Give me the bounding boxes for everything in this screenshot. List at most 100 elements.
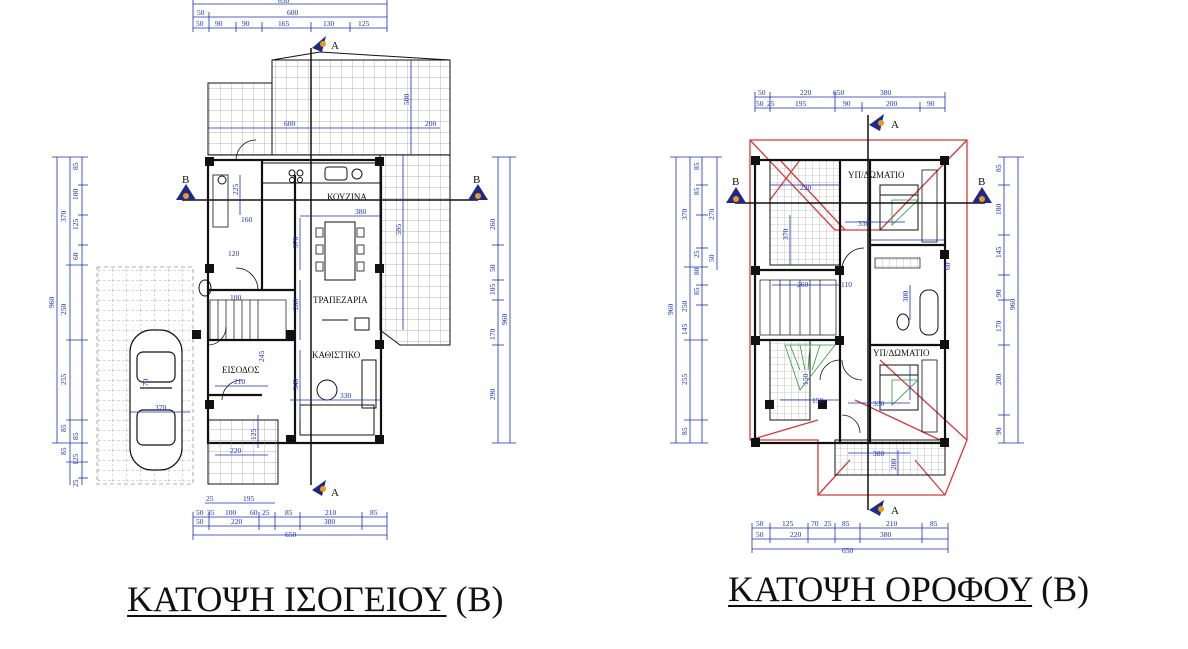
dimension-value: 210: [234, 377, 246, 386]
section-label-b-right: B: [473, 174, 480, 186]
dimension-value: 50: [488, 264, 497, 272]
dimension-value: 200: [889, 459, 898, 471]
dimension-value: 380: [880, 530, 892, 539]
upper-floor-title: ΚΑΤΟΨΗ ΟΡΟΦΟΥ: [728, 569, 1033, 609]
dimension-value: 165: [278, 19, 290, 28]
ground-columns: [192, 157, 384, 444]
upper-section-arrow-b-right: [972, 187, 992, 203]
dimension-value: 960: [666, 304, 675, 316]
dimension-value: 250: [680, 301, 689, 313]
dimension-value: 85: [71, 432, 80, 440]
section-arrow-a-bottom: [312, 480, 326, 496]
room-label-living: ΚΑΘΙΣΤΙΚΟ: [312, 350, 361, 360]
dimension-value: 100: [230, 293, 242, 302]
ground-floor-title: ΚΑΤΟΨΗ ΙΣΟΓΕΙΟΥ: [127, 579, 447, 619]
dimension-value: 90: [215, 19, 223, 28]
dimension-value: 85: [842, 519, 850, 528]
dimension-value: 370: [781, 229, 790, 241]
dimension-value: 125: [782, 519, 794, 528]
dimension-value: 595: [394, 224, 403, 236]
dimension-value: 650: [842, 546, 854, 555]
dimension-value: 330: [873, 399, 885, 408]
dimension-value: 50: [196, 19, 204, 28]
dimension-value: 120: [228, 249, 240, 258]
dimension-value: 145: [680, 324, 689, 336]
dimension-value: 600: [287, 8, 299, 17]
dimension-value: 195: [243, 494, 255, 503]
upper-floor-plan: [670, 92, 1024, 553]
dimension-value: 210: [325, 508, 337, 517]
dimension-value: 130: [323, 19, 335, 28]
dimension-value: 85: [680, 427, 689, 435]
dimension-value: 60: [943, 262, 952, 270]
dimension-value: 650: [278, 0, 290, 5]
room-label-entrance: ΕΙΣΟΔΟΣ: [222, 365, 259, 375]
dimension-value: 90: [927, 99, 935, 108]
dimension-value: 220: [231, 517, 243, 526]
dimension-value: 220: [800, 88, 812, 97]
dimension-value: 380: [873, 449, 885, 458]
upper-section-arrow-b-left: [726, 187, 746, 203]
car-outline: [129, 329, 183, 471]
dimension-value: 60: [71, 252, 80, 260]
dimension-value: 200: [994, 374, 1003, 386]
dimension-value: 255: [680, 374, 689, 386]
dimension-value: 125: [358, 19, 370, 28]
upper-floor-caption: ΚΑΤΟΨΗ ΟΡΟΦΟΥ (Β): [728, 568, 1089, 610]
dimension-value: 370: [291, 237, 300, 249]
upper-section-arrow-a-bottom: [869, 500, 884, 516]
dimension-value: 245: [257, 351, 266, 363]
dimension-value: 170: [141, 379, 150, 391]
dimension-value: 100: [71, 189, 80, 201]
dimension-value: 125: [71, 219, 80, 231]
upper-walls: [753, 158, 947, 445]
dimension-value: 125: [249, 429, 258, 441]
dimension-value: 370: [59, 211, 68, 223]
dimension-value: 220: [790, 530, 802, 539]
dimension-value: 90: [994, 289, 1003, 297]
dimension-value: 250: [59, 304, 68, 316]
dimension-value: 50: [756, 530, 764, 539]
dimension-value: 225: [231, 184, 240, 196]
dimension-value: 150: [812, 396, 824, 405]
upper-stairs: [759, 279, 837, 336]
dimension-value: 80: [692, 267, 701, 275]
upper-section-label-b-right: B: [978, 176, 985, 188]
dimension-value: 85: [692, 287, 701, 295]
dimension-value: 85: [692, 187, 701, 195]
section-arrow-b-right: [468, 184, 488, 200]
room-label-dining: ΤΡΑΠΕΖΑΡΙΑ: [313, 295, 368, 305]
dimension-value: 200: [291, 299, 300, 311]
ground-floor-title-suffix: (Β): [455, 579, 504, 619]
section-label-a-bottom: A: [331, 487, 339, 499]
dimension-value: 600: [284, 119, 296, 128]
room-label-kitchen: ΚΟΥΖΙΝΑ: [327, 192, 367, 202]
upper-left-dimensions: [670, 156, 722, 444]
dimension-value: 290: [488, 389, 497, 401]
dimension-value: 650: [285, 530, 297, 539]
ground-top-dimensions: [192, 0, 388, 32]
upper-section-arrow-a-top: [869, 114, 884, 131]
dimension-value: 195: [795, 99, 807, 108]
dimension-value: 150: [801, 374, 810, 386]
dimension-value: 960: [47, 297, 56, 309]
dimension-value: 340: [291, 379, 300, 391]
upper-section-label-a-bottom: A: [891, 505, 899, 517]
dimension-value: 50: [196, 517, 204, 526]
dimension-value: 100: [225, 508, 237, 517]
dimension-value: 180: [994, 204, 1003, 216]
dimension-value: 85: [994, 164, 1003, 172]
dimension-value: 85: [59, 424, 68, 432]
upper-right-dimensions: [998, 156, 1024, 444]
dimension-value: 650: [833, 88, 845, 97]
dimension-value: 70: [811, 519, 819, 528]
dimension-value: 260: [797, 280, 809, 289]
dimension-value: 170: [488, 329, 497, 341]
dimension-value: 85: [285, 508, 293, 517]
section-label-b-left: B: [182, 174, 189, 186]
dimension-value: 200: [425, 119, 437, 128]
ground-bottom-dimensions: [192, 502, 388, 540]
dimension-value: 85: [59, 447, 68, 455]
dimension-value: 330: [858, 219, 870, 228]
